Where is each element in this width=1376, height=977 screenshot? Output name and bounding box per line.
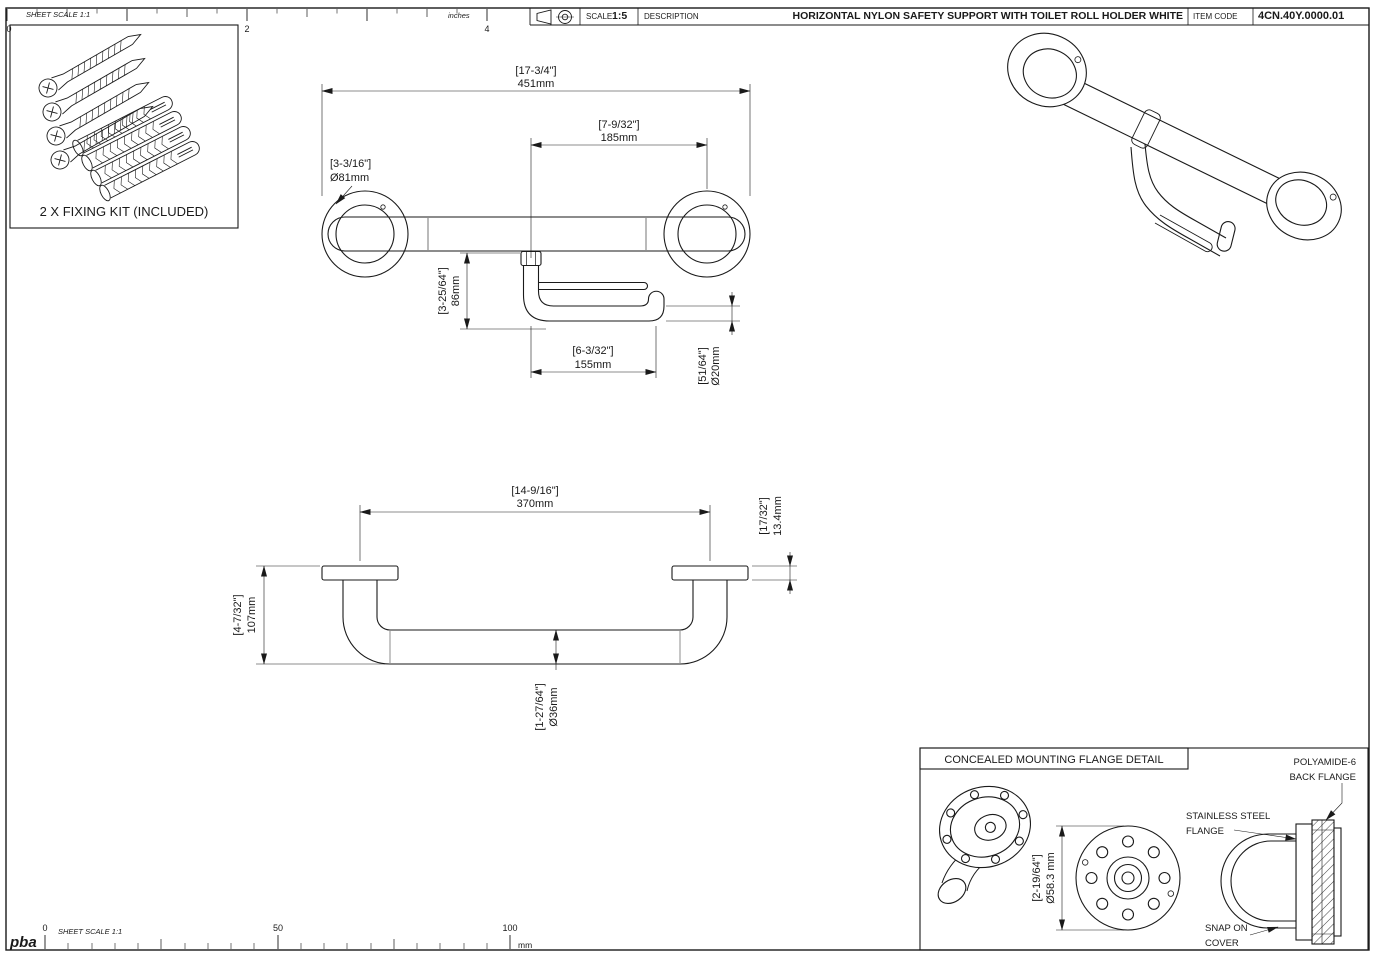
top-ruler <box>6 8 531 25</box>
item-code-label: ITEM CODE <box>1193 12 1237 21</box>
top-sheet-scale-label: SHEET SCALE 1:1 <box>26 10 90 19</box>
dim-fixing-centres-mm: 370mm <box>517 498 554 510</box>
front-view <box>321 190 751 322</box>
snap-cover-label-1: SNAP ON <box>1205 923 1248 934</box>
dim-flange-dia-inches: [3-3/16"] <box>330 158 371 170</box>
scale-label: SCALE <box>586 12 612 21</box>
plan-tube-outer <box>342 580 728 665</box>
left-flange <box>321 190 409 278</box>
wall-plug-drawing <box>72 96 200 202</box>
bottom-ruler-unit: mm <box>518 940 532 950</box>
bottom-ruler-tick-50: 50 <box>273 923 283 933</box>
sheet-border <box>5 7 1370 951</box>
right-flange <box>663 190 751 278</box>
dim-wall-projection-mm: 107mm <box>246 597 258 634</box>
dim-holder-tube-dia-inches: [51/64"] <box>697 347 709 385</box>
title-block: SCALE 1:5 DESCRIPTION HORIZONTAL NYLON S… <box>530 8 1369 26</box>
back-flange-label-1: POLYAMIDE-6 <box>1294 757 1356 768</box>
top-ruler-unit: inches <box>448 11 470 20</box>
scale-value: 1:5 <box>612 10 627 22</box>
iso-clamp <box>1131 109 1161 149</box>
plan-tube-inner <box>376 580 694 631</box>
dim-tube-dia-mm: Ø36mm <box>548 687 560 726</box>
fixing-kit-label: 2 X FIXING KIT (INCLUDED) <box>40 204 209 219</box>
top-ruler-tick-0: 0 <box>6 24 11 34</box>
plan-view <box>321 565 749 665</box>
fixing-kit-panel <box>9 24 239 229</box>
dim-flange-thickness-mm: 13.4mm <box>772 496 784 536</box>
flange-detail-title: CONCEALED MOUNTING FLANGE DETAIL <box>944 754 1163 766</box>
screw-drawing <box>38 33 154 170</box>
front-view-dimensions <box>321 84 751 378</box>
pba-logo: pba <box>9 934 37 951</box>
dim-flange-detail-dia-inches: [2-19/64"] <box>1031 854 1043 901</box>
projection-symbol-icon <box>536 9 574 25</box>
dim-fixing-centres-inches: [14-9/16"] <box>511 485 558 497</box>
dim-flange-detail-dia-mm: Ø58.3 mm <box>1045 852 1057 903</box>
steel-flange-section <box>1295 823 1313 941</box>
iso-holder <box>1130 143 1227 257</box>
dim-flange-thickness-inches: [17/32"] <box>758 497 770 535</box>
flange-front-view <box>1075 825 1181 931</box>
dim-flange-dia-mm: Ø81mm <box>330 172 369 184</box>
dim-holder-width-inches: [6-3/32"] <box>572 345 613 357</box>
toilet-roll-holder <box>522 265 665 322</box>
description-value: HORIZONTAL NYLON SAFETY SUPPORT WITH TOI… <box>793 10 1183 22</box>
flange-3d-view <box>937 785 1032 905</box>
snap-cover-label-2: COVER <box>1205 938 1239 949</box>
dim-tube-dia-inches: [1-27/64"] <box>534 683 546 730</box>
snap-cover-section <box>1220 833 1297 929</box>
steel-flange-label-1: STAINLESS STEEL <box>1186 811 1270 822</box>
grab-bar-tube <box>327 216 746 252</box>
flange-detail-panel <box>919 747 1369 951</box>
flange-section-view <box>1220 819 1342 945</box>
left-wall-plate <box>321 565 399 581</box>
dim-overall-width-inches: [17-3/4"] <box>515 65 556 77</box>
bottom-sheet-scale-label: SHEET SCALE 1:1 <box>58 927 122 936</box>
back-flange-section <box>1311 819 1335 945</box>
bottom-ruler-tick-100: 100 <box>502 923 517 933</box>
iso-left-flange <box>1007 32 1087 108</box>
steel-flange-label-2: FLANGE <box>1186 826 1224 837</box>
bottom-ruler <box>44 935 511 949</box>
iso-holder-stub <box>1216 221 1236 252</box>
plan-view-dimensions <box>256 505 797 670</box>
dim-holder-tube-dia-mm: Ø20mm <box>710 346 722 385</box>
roll-spindle <box>538 281 649 291</box>
dim-holder-offset-inches: [7-9/32"] <box>598 119 639 131</box>
dim-holder-drop-mm: 86mm <box>450 276 462 307</box>
item-code-value: 4CN.40Y.0000.01 <box>1258 10 1344 22</box>
back-flange-label-2: BACK FLANGE <box>1289 772 1356 783</box>
top-ruler-tick-2: 2 <box>244 24 249 34</box>
dim-wall-projection-inches: [4-7/32"] <box>232 594 244 635</box>
right-wall-plate <box>671 565 749 581</box>
bottom-ruler-tick-0: 0 <box>42 923 47 933</box>
dim-holder-drop-inches: [3-25/64"] <box>437 267 449 314</box>
dim-holder-width-mm: 155mm <box>575 359 612 371</box>
iso-view <box>1007 32 1342 257</box>
top-ruler-tick-4: 4 <box>484 24 489 34</box>
iso-right-flange <box>1266 171 1342 241</box>
description-label: DESCRIPTION <box>644 12 699 21</box>
iso-spindle <box>1154 214 1213 253</box>
dim-overall-width-mm: 451mm <box>518 78 555 90</box>
dim-holder-offset-mm: 185mm <box>601 132 638 144</box>
detail-leaders <box>1056 783 1343 936</box>
